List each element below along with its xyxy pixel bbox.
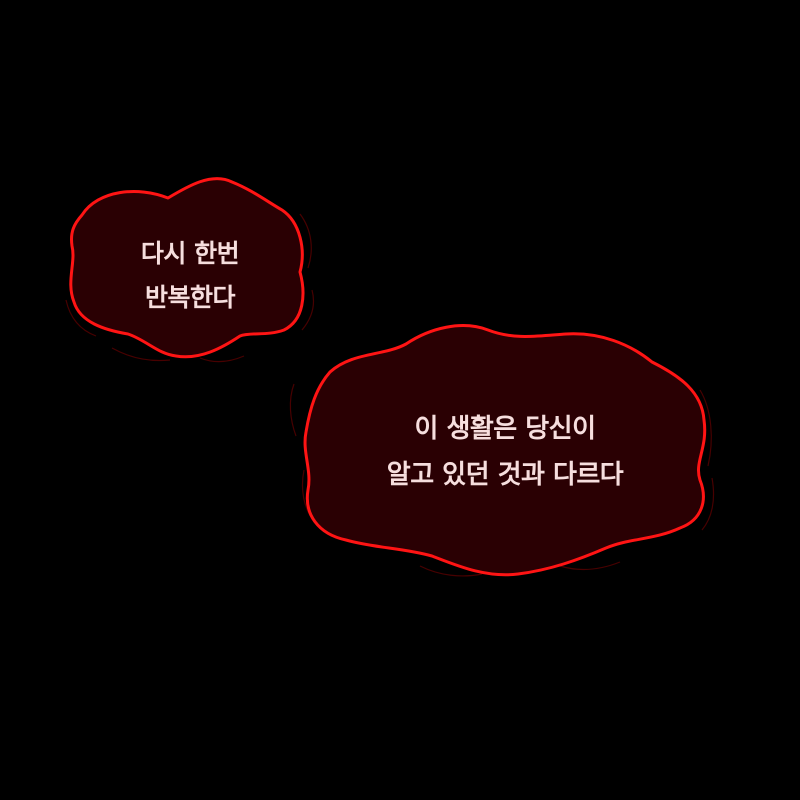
bubble-2-line-1: 이 생활은 당신이 bbox=[414, 414, 596, 444]
bubble-1-text: 다시 한번 반복한다 bbox=[80, 232, 300, 320]
bubble-2-sketch-strokes bbox=[289, 383, 715, 577]
bubble-2-text: 이 생활은 당신이 알고 있던 것과 다르다 bbox=[320, 406, 690, 498]
bubble-1-shape bbox=[69, 177, 305, 359]
bubble-1-line-2: 반복한다 bbox=[144, 283, 236, 312]
bubble-2-shape bbox=[303, 324, 707, 577]
bubble-1-line-1: 다시 한번 bbox=[140, 239, 240, 268]
bubble-2-line-2: 알고 있던 것과 다르다 bbox=[386, 460, 624, 490]
bubble-1-sketch-strokes bbox=[65, 213, 315, 363]
